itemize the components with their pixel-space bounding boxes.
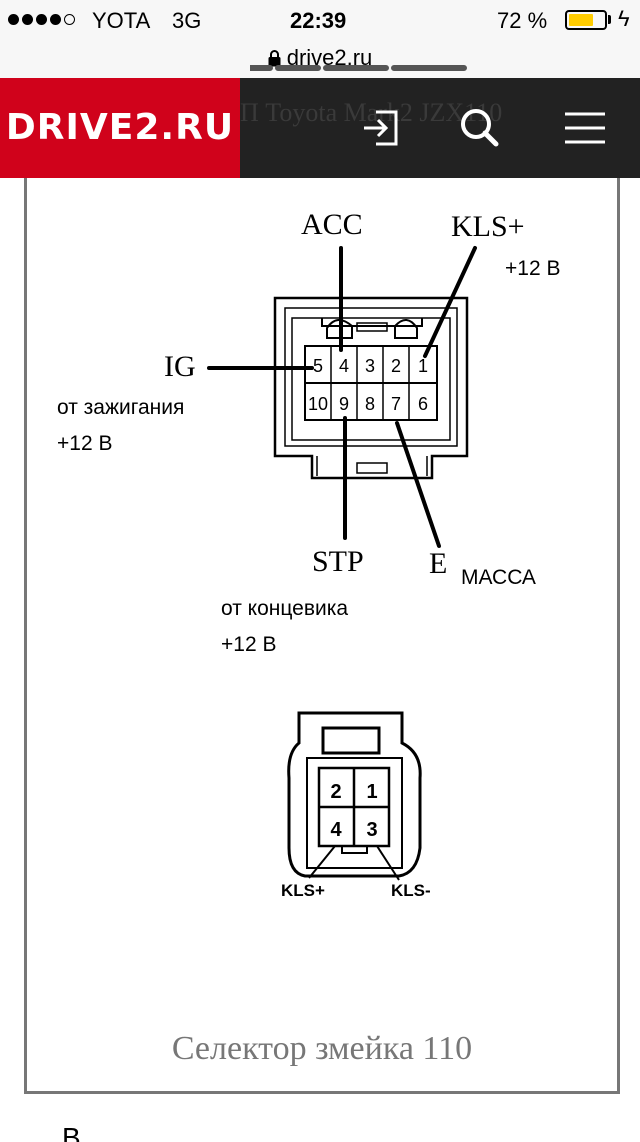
e-line: [395, 421, 441, 548]
clock: 22:39: [290, 8, 347, 33]
pin-10: 10: [308, 394, 328, 414]
e-description: МАССА: [461, 566, 536, 589]
small-pin-2: 2: [330, 781, 341, 803]
label-e: E: [429, 547, 447, 580]
search-button[interactable]: [440, 78, 520, 178]
small-pin-3: 3: [366, 819, 377, 841]
carrier-name: YOTA: [92, 8, 151, 33]
login-button[interactable]: [340, 78, 420, 178]
label-stp: STP: [312, 545, 364, 578]
wiring-diagram: 5 4 3 2 1 10 9 8 7 6 ACC KLS+: [57, 208, 560, 900]
article-text-start: В: [62, 1122, 81, 1142]
pin-1: 1: [418, 356, 428, 376]
small-pin-4: 4: [330, 819, 342, 841]
selector-connector-10pin: [273, 296, 469, 480]
search-icon: [461, 109, 499, 147]
menu-button[interactable]: [545, 78, 625, 178]
small-label-kls-minus: KLS-: [391, 881, 431, 900]
label-ig: IG: [164, 350, 196, 383]
network-type: 3G: [172, 8, 202, 33]
ig-voltage: +12 В: [57, 432, 112, 455]
pin-4: 4: [339, 356, 349, 376]
stp-description: от концевика: [221, 597, 348, 620]
pin-7: 7: [391, 394, 401, 414]
site-logo[interactable]: DRIVE2.RU: [0, 78, 240, 178]
small-pin-1: 1: [366, 781, 377, 803]
ig-description: от зажигания: [57, 396, 184, 419]
kls-connector-4pin: [287, 711, 422, 881]
kls-plus-voltage: +12 В: [505, 257, 560, 280]
status-bar: YOTA 3G 22:39 72 % ϟ: [0, 0, 640, 40]
battery-tip: [608, 15, 611, 24]
clipped-header-text: [250, 65, 467, 71]
wiring-diagram-image: 5 4 3 2 1 10 9 8 7 6 ACC KLS+: [24, 178, 620, 1094]
leader-lines: [207, 246, 477, 548]
login-icon: [364, 110, 398, 146]
label-kls-plus: KLS+: [451, 210, 525, 243]
battery-icon: [565, 10, 607, 30]
kls-plus-line: [423, 246, 477, 358]
signal-strength-icon: [8, 14, 75, 25]
pin-8: 8: [365, 394, 375, 414]
lock-icon: [268, 50, 281, 67]
hamburger-menu-icon: [565, 112, 605, 144]
pin-2: 2: [391, 356, 401, 376]
ghost-header-line2: П Toyota Mark2 JZX110: [240, 98, 503, 127]
figure-caption: Селектор змейка 110: [171, 1030, 473, 1067]
url-bar[interactable]: [0, 40, 640, 78]
charging-icon: ϟ: [618, 6, 630, 31]
small-label-kls-plus: KLS+: [281, 881, 325, 900]
ghost-header-line1: [250, 54, 470, 76]
stp-voltage: +12 В: [221, 633, 276, 656]
pin-3: 3: [365, 356, 375, 376]
article-content: 5 4 3 2 1 10 9 8 7 6 ACC KLS+: [0, 178, 640, 1142]
battery-percent: 72 %: [497, 8, 548, 33]
label-acc: ACC: [301, 208, 363, 241]
pin-9: 9: [339, 394, 349, 414]
pin-5: 5: [313, 356, 323, 376]
pin-6: 6: [418, 394, 428, 414]
